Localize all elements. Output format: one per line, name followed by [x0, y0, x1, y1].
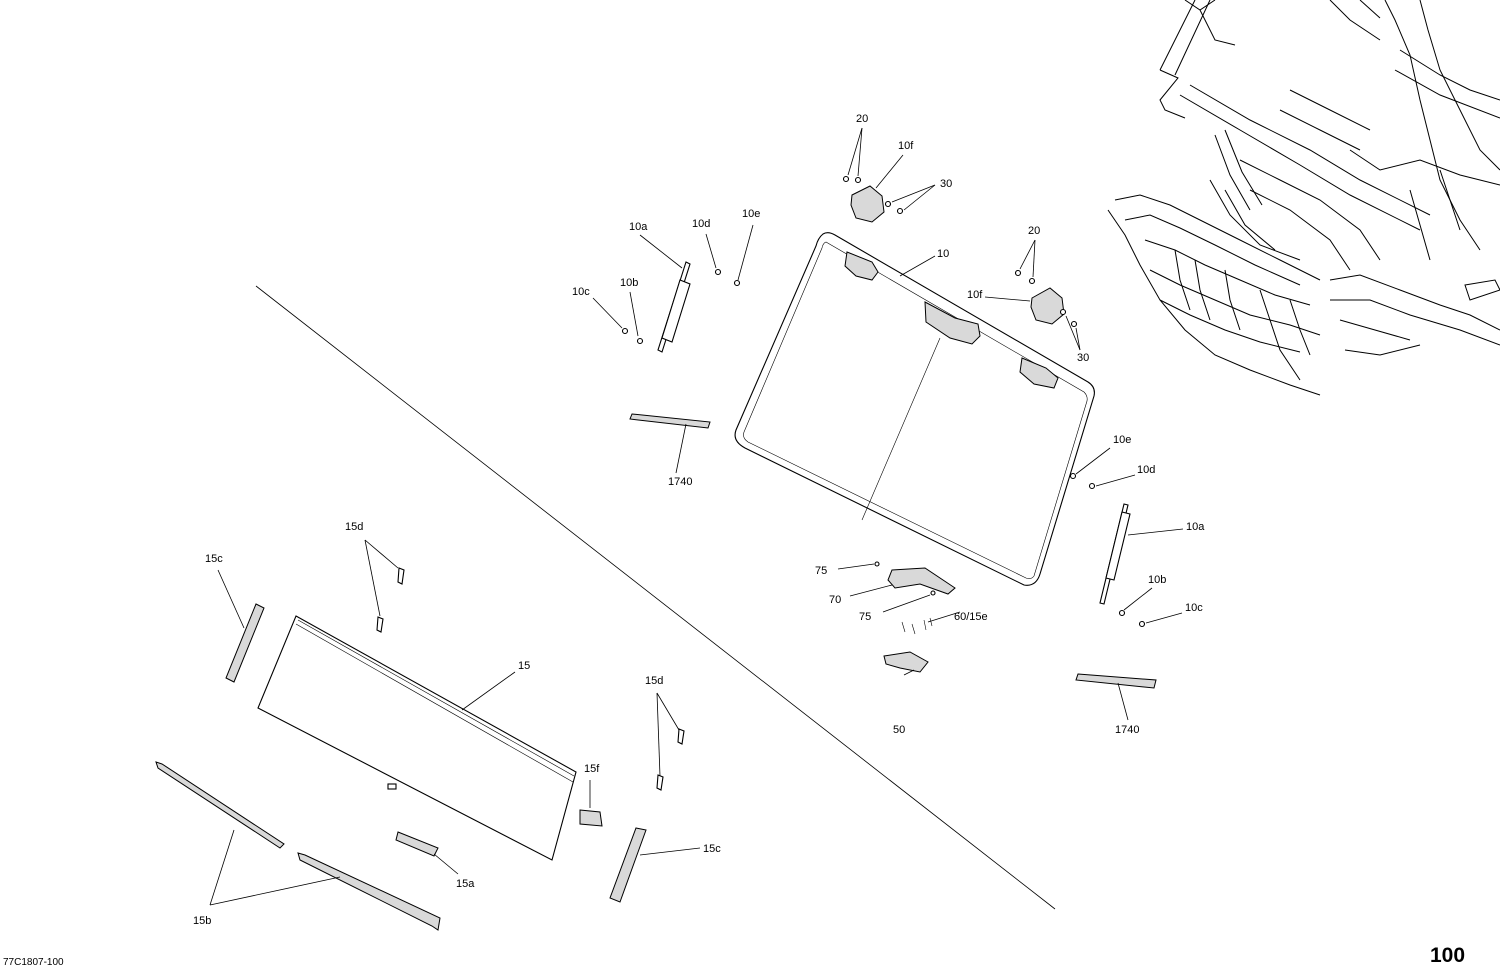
callout-20-top: 20 [856, 113, 869, 125]
callout-10c-left: 10c [572, 286, 590, 298]
callout-1740-left: 1740 [668, 476, 693, 488]
gas-strut-left [592, 224, 754, 353]
gas-strut-right [1069, 447, 1184, 628]
callout-10a-left: 10a [629, 221, 648, 233]
callout-10d-left: 10d [692, 218, 711, 230]
hinge-right [984, 239, 1081, 351]
callout-15d-mid: 15d [645, 675, 664, 687]
callout-30-right: 30 [1077, 352, 1090, 364]
callout-15f: 15f [584, 763, 600, 775]
seal-1740-right [1075, 673, 1157, 721]
seal-1740-left [629, 413, 711, 474]
callout-15: 15 [518, 660, 531, 672]
diagram-code: 77C1807-100 [3, 957, 64, 968]
callout-10e-right: 10e [1113, 434, 1132, 446]
callout-15b: 15b [193, 915, 212, 927]
callout-15d-top: 15d [345, 521, 364, 533]
callout-20-right: 20 [1028, 225, 1041, 237]
hinge-top [842, 127, 936, 223]
rear-panel-latch-15f [579, 780, 603, 827]
separator-line [255, 285, 1056, 910]
callout-10f-right: 10f [967, 289, 983, 301]
rear-panel-strip-15c-right [609, 827, 701, 903]
callout-10: 10 [937, 248, 950, 260]
callout-10b-left: 10b [620, 277, 639, 289]
callout-10e-left: 10e [742, 208, 761, 220]
callout-50: 50 [893, 724, 906, 736]
rear-panel-vent-15a [395, 831, 459, 875]
callout-10c-right: 10c [1185, 602, 1203, 614]
callout-70: 70 [829, 594, 842, 606]
callout-1740-right: 1740 [1115, 724, 1140, 736]
rear-panel-clips-15d [364, 539, 685, 791]
callout-75-b: 75 [859, 611, 872, 623]
rear-panel-strip-15c-left [217, 569, 265, 683]
callout-15c-left: 15c [205, 553, 223, 565]
latch-assembly [837, 561, 961, 676]
callout-75-a: 75 [815, 565, 828, 577]
leader-10 [899, 255, 936, 277]
callout-15a: 15a [456, 878, 475, 890]
callout-15c-right: 15c [703, 843, 721, 855]
windshield-glass [734, 232, 1095, 586]
rear-window-panel [257, 615, 577, 861]
callout-10a-right: 10a [1186, 521, 1205, 533]
callout-60-15e: 60/15e [954, 611, 988, 623]
callout-10b-right: 10b [1148, 574, 1167, 586]
callout-30-top: 30 [940, 178, 953, 190]
callout-10f-top: 10f [898, 140, 914, 152]
callout-10d-right: 10d [1137, 464, 1156, 476]
page-number: 100 [1430, 944, 1466, 967]
rear-panel-seal-15b [155, 761, 441, 931]
vehicle-frame [1107, 0, 1500, 396]
